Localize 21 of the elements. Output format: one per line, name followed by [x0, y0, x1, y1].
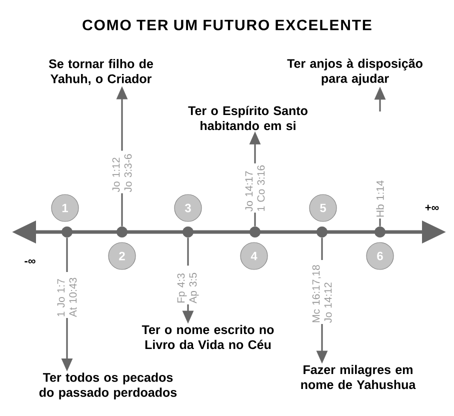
outcome-text: Ter o nome escrito no Livro da Vida no Céu — [142, 324, 274, 350]
edge-label: Mc 16:17,18 Jo 14:12 — [311, 260, 333, 324]
infinity-label: +∞ — [425, 204, 439, 210]
timeline-dot — [182, 226, 194, 238]
edge-label: Hb 1:14 — [375, 112, 385, 218]
outcome-text: Ter anjos à disposição para ajudar — [287, 58, 422, 86]
edge-label: Fp 4:3 Ap 3:5 — [176, 266, 200, 304]
outcome-text: Ter o Espírito Santo habitando em si — [188, 106, 308, 130]
infinity-label: -∞ — [24, 259, 36, 264]
edge-label: Jo 1:12 Jo 3:3-6 — [111, 150, 133, 194]
timeline-dot — [62, 226, 72, 238]
timeline-dot — [316, 226, 328, 238]
timeline-dot — [250, 226, 260, 238]
edge-label: Jo 14:17 1 Co 3:16 — [244, 163, 266, 213]
timeline-dot — [374, 226, 386, 238]
outcome-text: Ter todos os pecados do passado perdoados — [39, 372, 177, 400]
title: COMO TER UM FUTURO EXCELENTE — [82, 20, 372, 30]
timeline-dot — [116, 226, 128, 238]
outcome-text: Fazer milagres em nome de Yahushua — [301, 364, 416, 390]
outcome-text: Se tornar filho de Yahuh, o Criador — [48, 59, 153, 85]
edge-label: 1 Jo 1:7 At 10:43 — [56, 272, 78, 318]
